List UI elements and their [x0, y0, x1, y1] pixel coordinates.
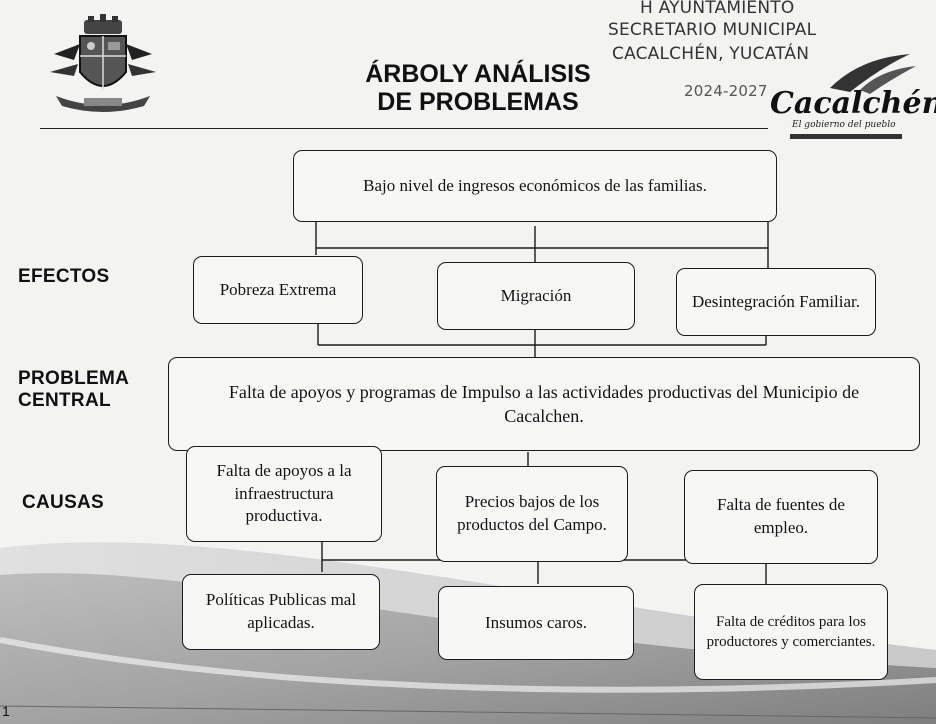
label-efectos: EFECTOS — [18, 266, 110, 287]
header-rule — [40, 128, 768, 129]
root-cause-box-3: Falta de créditos para los productores y… — [694, 584, 888, 680]
label-problema-line-2: CENTRAL — [18, 389, 111, 411]
cause-box-1: Falta de apoyos a la infraestructura pro… — [186, 446, 382, 542]
brand-motto: El gobierno del pueblo — [792, 120, 896, 130]
stamp-line-2: SECRETARIO MUNICIPAL — [608, 20, 817, 40]
label-problema-central: PROBLEMA CENTRAL — [18, 368, 129, 412]
page-title: ÁRBOLY ANÁLISIS DE PROBLEMAS — [338, 60, 618, 116]
root-cause-box-1: Políticas Publicas mal aplicadas. — [182, 574, 380, 650]
stamp-line-4: 2024-2027 — [684, 82, 768, 100]
title-line-2: DE PROBLEMAS — [377, 88, 579, 116]
stamp-line-3: CACALCHÉN, YUCATÁN — [612, 44, 810, 64]
effect-box-2: Migración — [437, 262, 635, 330]
wave-highlight — [0, 637, 936, 693]
label-problema-line-1: PROBLEMA — [18, 368, 130, 389]
brand-underline — [790, 134, 902, 139]
stamp-line-1: H AYUNTAMIENTO — [640, 0, 795, 18]
brand-name: Cacalchén — [770, 86, 936, 121]
cause-box-3: Falta de fuentes de empleo. — [684, 470, 878, 564]
label-causas: CAUSAS — [22, 492, 105, 513]
cause-box-2: Precios bajos de los productos del Campo… — [436, 466, 628, 562]
central-problem-box: Falta de apoyos y programas de Impulso a… — [168, 357, 920, 451]
effect-box-1: Pobreza Extrema — [193, 256, 363, 324]
top-effect-box: Bajo nivel de ingresos económicos de las… — [293, 150, 777, 222]
slide-bottom-edge — [0, 705, 936, 719]
root-cause-box-2: Insumos caros. — [438, 586, 634, 660]
coat-of-arms-logo — [50, 14, 156, 112]
leaf-logo-mark — [830, 54, 916, 94]
page-number: 1 — [2, 703, 10, 719]
effect-box-3: Desintegración Familiar. — [676, 268, 876, 336]
title-line-1: ÁRBOLY ANÁLISIS — [365, 60, 591, 88]
